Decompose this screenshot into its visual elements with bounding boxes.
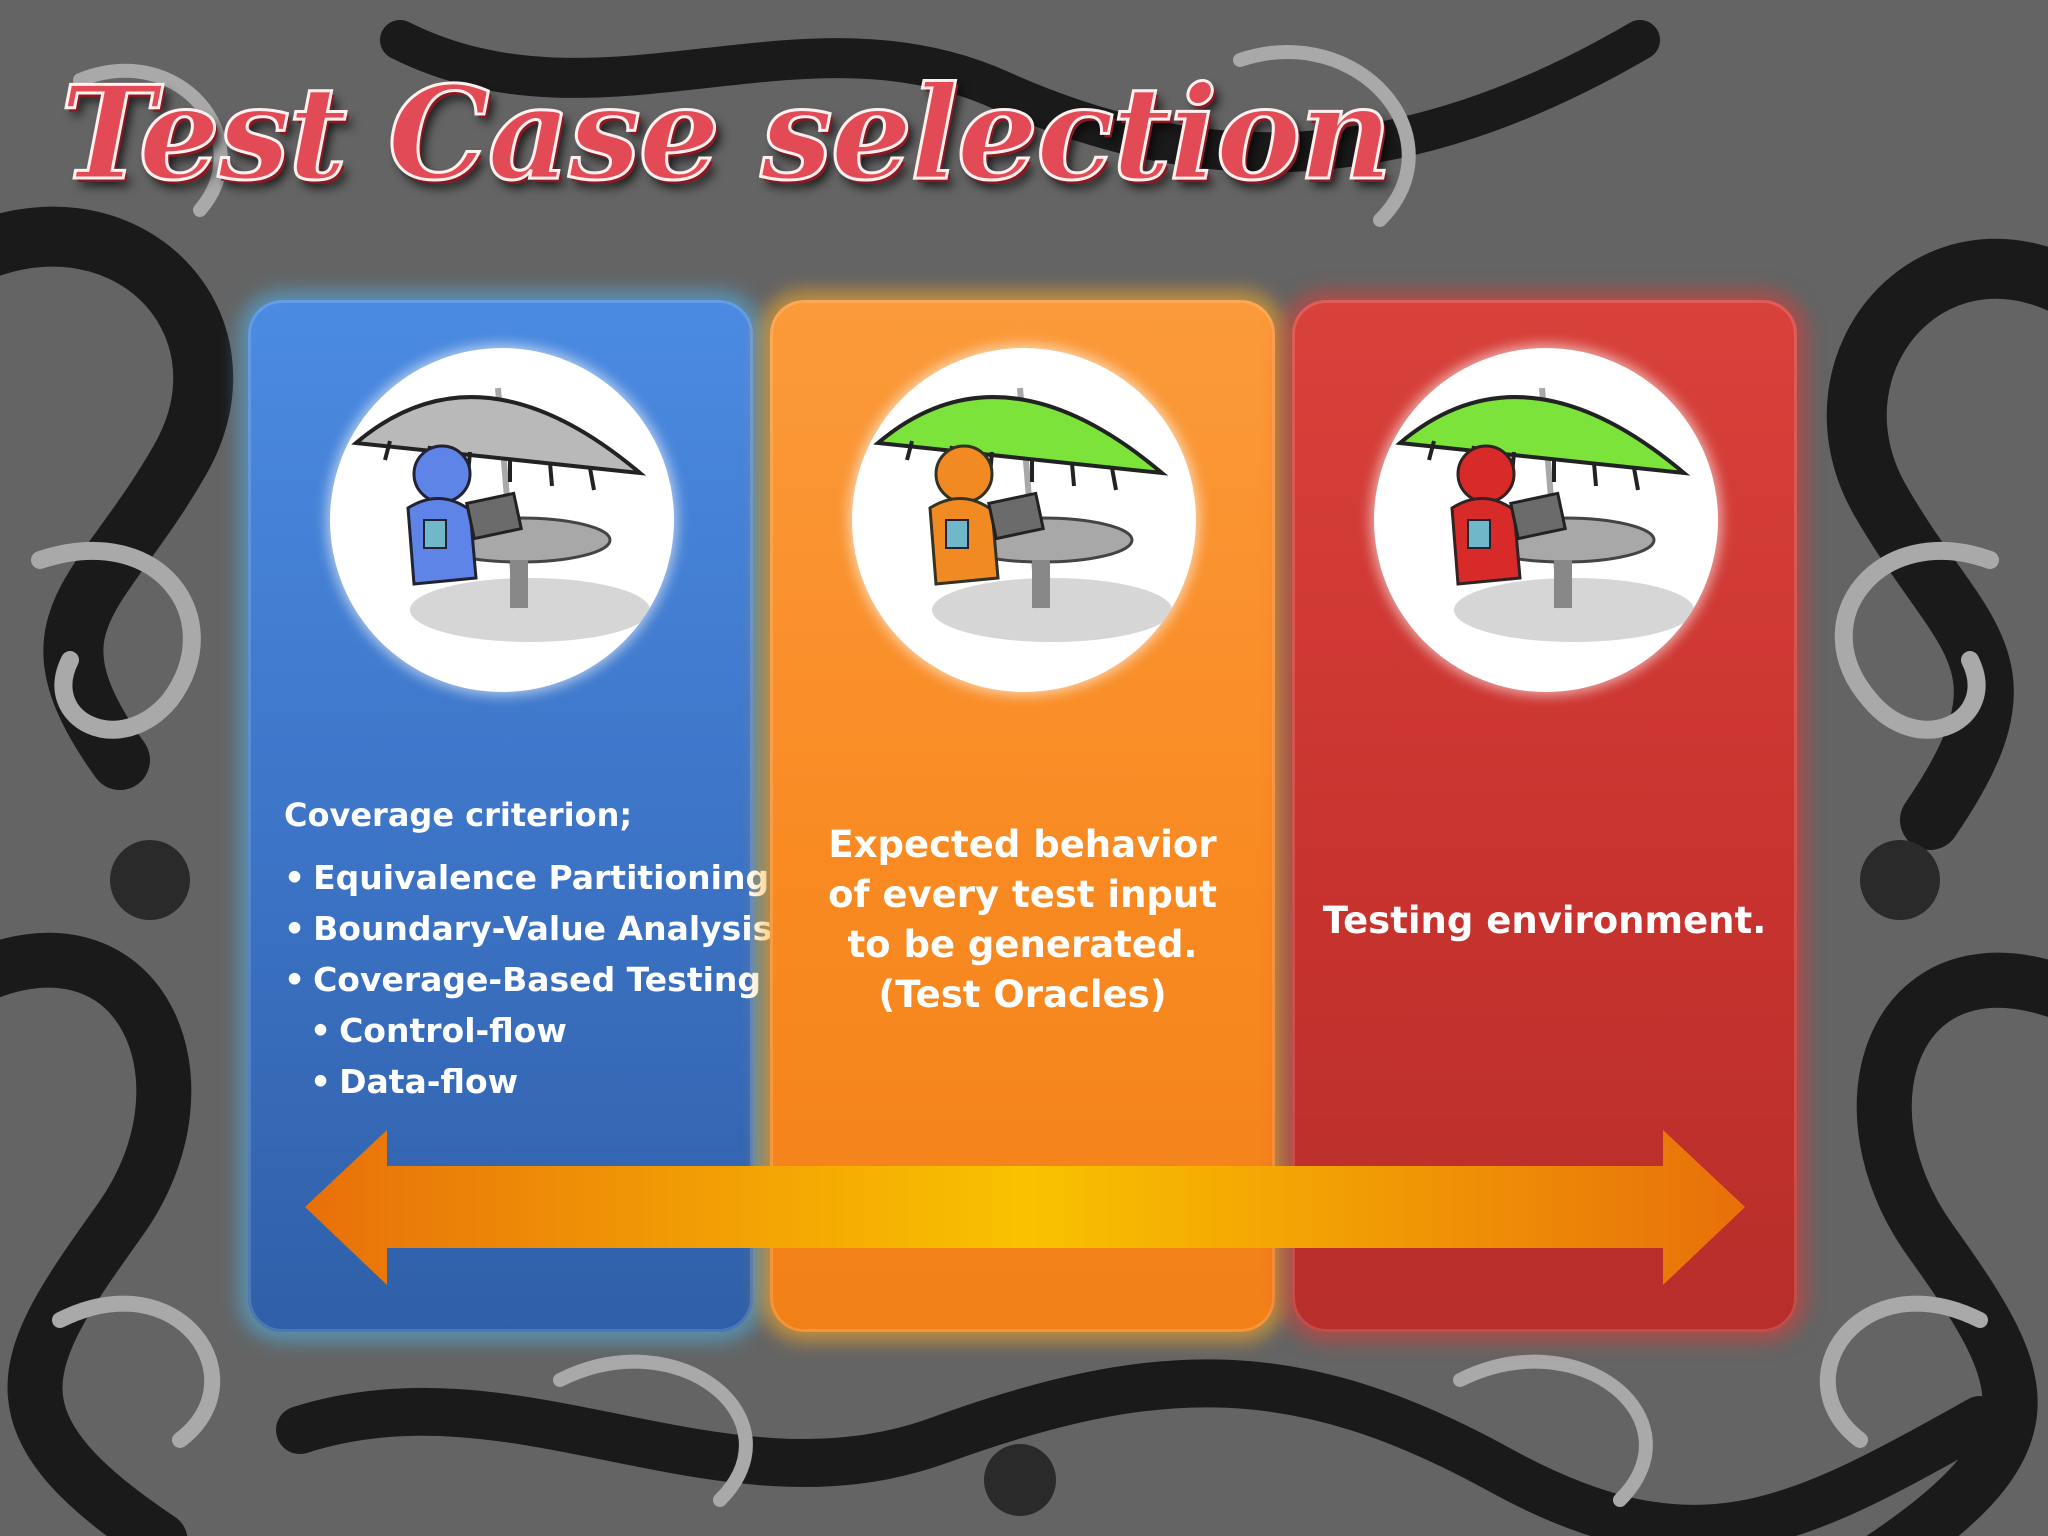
- list-item: Equivalence Partitioning: [284, 852, 769, 903]
- list-subitem: Control-flow: [284, 1005, 744, 1056]
- coverage-heading: Coverage criterion;: [284, 796, 633, 834]
- coverage-list: Equivalence Partitioning Boundary-Value …: [284, 852, 772, 1107]
- oracles-text: Expected behavior of every test input to…: [828, 823, 1217, 1016]
- environment-panel: Testing environment.: [1292, 300, 1797, 1332]
- environment-text: Testing environment.: [1322, 899, 1767, 942]
- slide-title: Test Case selection: [58, 59, 1393, 209]
- person-under-umbrella-icon: [852, 348, 1196, 692]
- oracles-panel: Expected behavior of every test input to…: [770, 300, 1275, 1332]
- list-item: Boundary-Value Analysis: [284, 903, 772, 954]
- coverage-panel: Coverage criterion; Equivalence Partitio…: [248, 300, 772, 1332]
- person-under-umbrella-icon: [1374, 348, 1718, 692]
- list-subitem: Data-flow: [284, 1056, 744, 1107]
- double-headed-arrow-icon: [305, 1130, 1745, 1285]
- list-item: Coverage-Based Testing: [284, 954, 761, 1005]
- person-under-umbrella-icon: [330, 348, 674, 692]
- coverage-text: Coverage criterion; Equivalence Partitio…: [284, 796, 772, 1107]
